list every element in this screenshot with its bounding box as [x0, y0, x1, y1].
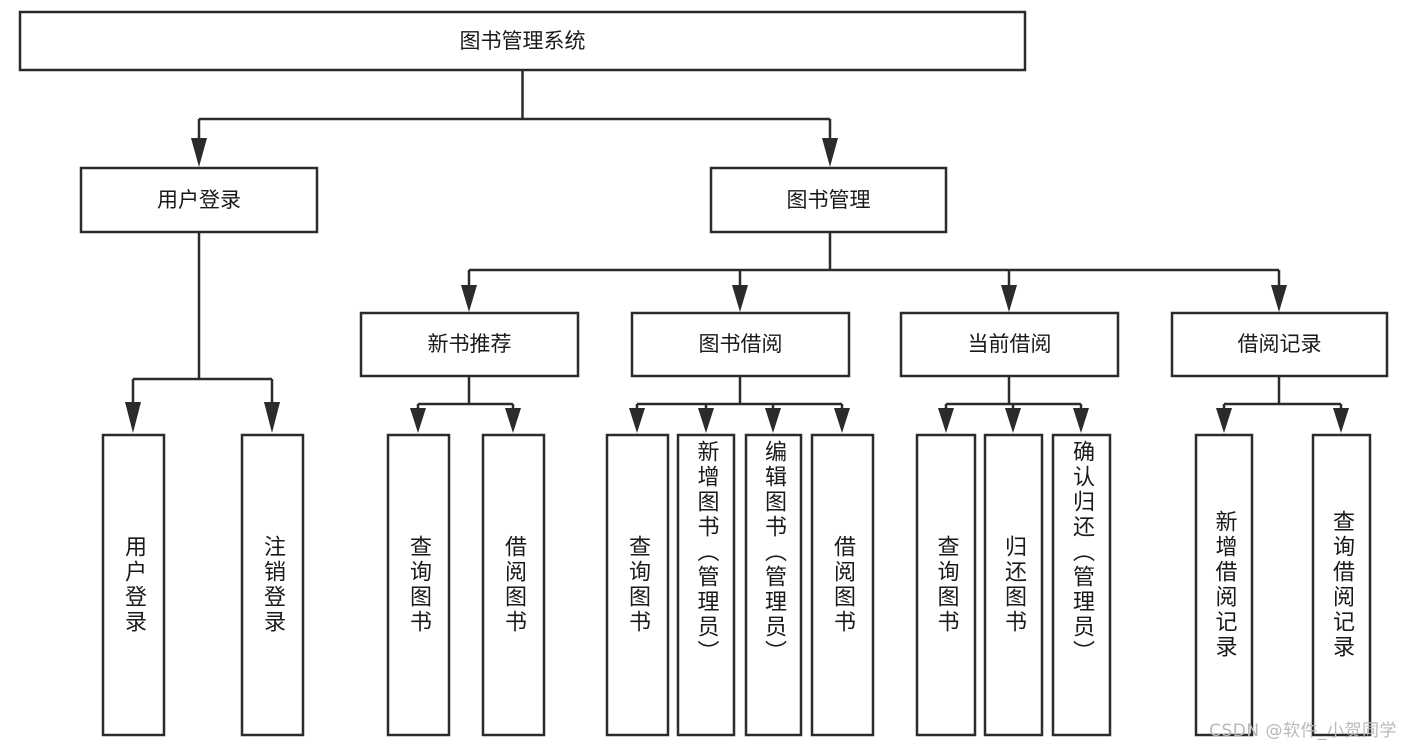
node-root-box[interactable]	[18, 10, 1027, 72]
node-new-book-recommend-label: 新书推荐	[428, 332, 512, 356]
arrowhead-leaf-logout-login	[264, 402, 280, 433]
arrowhead-leaf-add-book	[698, 408, 714, 433]
arrowhead-leaf-borrow-book-recommend	[505, 408, 521, 433]
arrowhead-leaf-query-borrow-record	[1333, 408, 1349, 433]
connector-group-user-login-to-leaves	[125, 232, 280, 433]
node-user-login-box[interactable]	[79, 166, 319, 234]
arrowhead-borrow-record	[1271, 285, 1287, 312]
leaf-box-logout-login[interactable]	[240, 433, 305, 737]
node-new-book-recommend-box[interactable]	[359, 311, 580, 378]
node-book-borrow-box[interactable]	[630, 311, 851, 378]
leaf-box-user-login[interactable]	[101, 433, 166, 737]
connector-group-book-borrow-to-leaves	[629, 376, 850, 433]
leaf-box-return-book[interactable]	[983, 433, 1044, 737]
node-user-login[interactable]: 用户登录	[79, 166, 319, 234]
arrowhead-leaf-query-book-recommend	[410, 408, 426, 433]
connector-group-root-to-level2	[191, 70, 838, 167]
arrowhead-leaf-confirm-return	[1073, 408, 1089, 433]
arrowhead-user-login	[191, 138, 207, 167]
arrowhead-leaf-add-borrow-record	[1216, 408, 1232, 433]
node-book-borrow[interactable]: 图书借阅	[630, 311, 851, 378]
connector-group-new-book-recommend-to-leaves	[410, 376, 521, 433]
node-borrow-record-label: 借阅记录	[1238, 332, 1322, 356]
leaf-box-borrow-book[interactable]	[810, 433, 875, 737]
leaf-box-add-book[interactable]	[676, 433, 736, 737]
arrowhead-leaf-borrow-book	[834, 408, 850, 433]
node-current-borrow[interactable]: 当前借阅	[899, 311, 1120, 378]
leaf-box-confirm-return[interactable]	[1051, 433, 1112, 737]
leaf-box-query-book-current[interactable]	[915, 433, 977, 737]
arrowhead-current-borrow	[1001, 285, 1017, 312]
leaf-box-query-borrow-record[interactable]	[1311, 433, 1372, 737]
csdn-watermark: CSDN @软件_小贺同学	[1209, 721, 1397, 741]
arrowhead-book-manage	[822, 138, 838, 167]
node-root[interactable]: 图书管理系统	[18, 10, 1027, 72]
leaf-box-query-book-borrow[interactable]	[605, 433, 670, 737]
node-user-login-label: 用户登录	[157, 188, 241, 212]
leaf-box-add-borrow-record[interactable]	[1194, 433, 1254, 737]
connector-group-current-borrow-to-leaves	[938, 376, 1089, 433]
node-borrow-record-box[interactable]	[1170, 311, 1389, 378]
arrowhead-leaf-return-book	[1005, 408, 1021, 433]
arrowhead-leaf-query-book-current	[938, 408, 954, 433]
node-current-borrow-box[interactable]	[899, 311, 1120, 378]
leaf-box-borrow-book-recommend[interactable]	[481, 433, 546, 737]
leaf-box-query-book-recommend[interactable]	[386, 433, 451, 737]
arrowhead-leaf-edit-book	[765, 408, 781, 433]
node-book-manage-box[interactable]	[709, 166, 948, 234]
connector-group-book-manage-to-level3	[461, 232, 1287, 312]
node-root-label: 图书管理系统	[460, 29, 586, 53]
arrowhead-leaf-query-book-borrow	[629, 408, 645, 433]
node-book-manage[interactable]: 图书管理	[709, 166, 948, 234]
arrowhead-new-book-recommend	[461, 285, 477, 312]
node-book-manage-label: 图书管理	[787, 188, 871, 212]
arrowhead-leaf-user-login	[125, 402, 141, 433]
node-new-book-recommend[interactable]: 新书推荐	[359, 311, 580, 378]
connector-group-borrow-record-to-leaves	[1216, 376, 1349, 433]
node-borrow-record[interactable]: 借阅记录	[1170, 311, 1389, 378]
node-book-borrow-label: 图书借阅	[699, 332, 783, 356]
leaf-box-edit-book[interactable]	[744, 433, 803, 737]
arrowhead-book-borrow	[732, 285, 748, 312]
node-current-borrow-label: 当前借阅	[968, 332, 1052, 356]
